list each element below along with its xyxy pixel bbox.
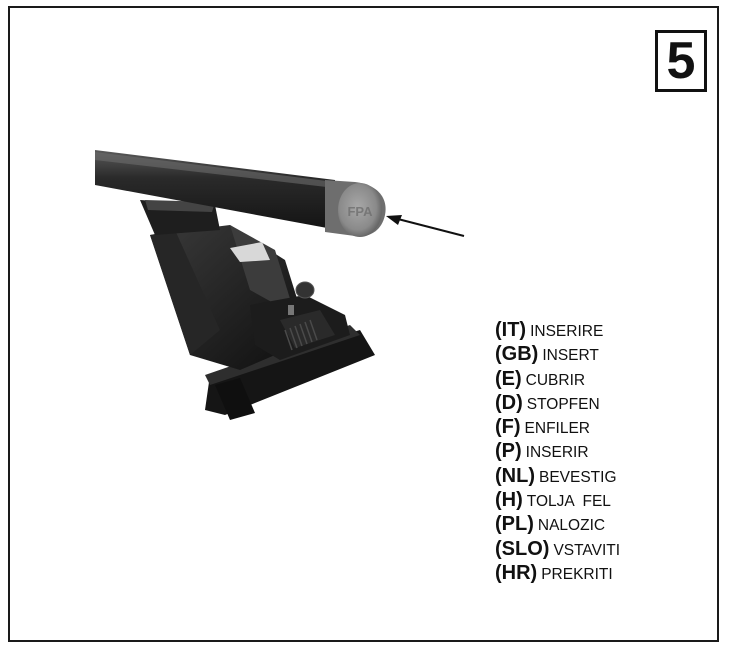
bar-end-cap — [325, 180, 386, 237]
list-item: (D)STOPFEN — [495, 391, 600, 414]
roof-bar — [95, 150, 338, 230]
list-item: (F)ENFILER — [495, 416, 591, 439]
list-item: (NL)BEVESTIG — [495, 464, 617, 487]
roof-bar-illustration: FPA — [95, 150, 386, 420]
list-item: (GB)INSERT — [495, 343, 599, 366]
list-item: (P)INSERIR — [495, 440, 589, 463]
list-item: (IT)INSERIRE — [495, 319, 604, 341]
arrow-icon — [386, 215, 465, 237]
foot-body — [150, 225, 350, 370]
page-frame — [8, 6, 719, 642]
translation-list: (IT)INSERIRE (GB)INSERT (E)CUBRIR (D)STO… — [495, 318, 715, 585]
foot-grip-ridges — [284, 319, 318, 351]
list-item: (PL)NALOZIC — [495, 513, 606, 536]
list-item: (H)TOLJA FEL — [495, 489, 611, 512]
list-item: (HR)PREKRITI — [495, 561, 613, 584]
list-item: (E)CUBRIR — [495, 367, 586, 390]
list-item: (SLO)VSTAVITI — [495, 537, 621, 560]
step-number-badge: 5 — [655, 30, 707, 92]
cap-lettering: FPA — [347, 204, 373, 219]
